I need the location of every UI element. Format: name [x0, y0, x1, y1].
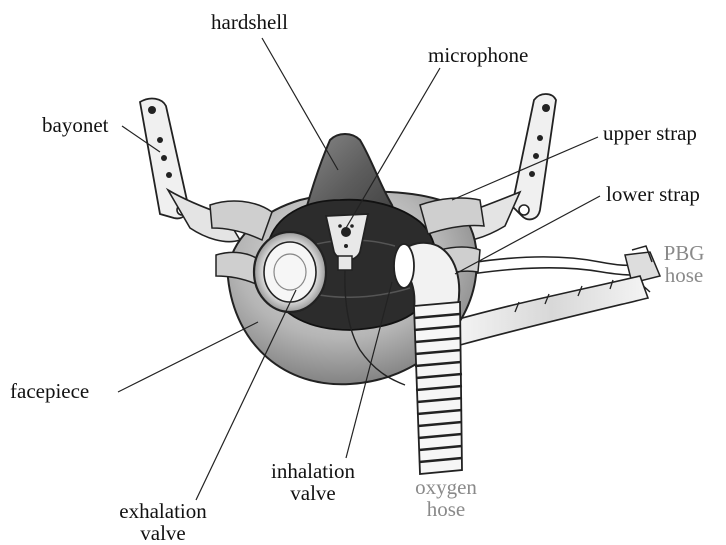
label-inhalation-valve-line2: valve: [258, 482, 368, 504]
label-oxygen-hose-line1: oxygen: [396, 476, 496, 498]
label-pbg-hose-line1: PBG: [652, 242, 716, 264]
label-bayonet: bayonet: [42, 114, 108, 136]
label-exhalation-valve: exhalation valve: [98, 500, 228, 544]
label-microphone: microphone: [428, 44, 528, 66]
label-pbg-hose-line2: hose: [652, 264, 716, 286]
label-oxygen-hose: oxygen hose: [396, 476, 496, 520]
label-exhalation-valve-line2: valve: [98, 522, 228, 544]
label-upper-strap: upper strap: [603, 122, 697, 144]
label-exhalation-valve-line1: exhalation: [98, 500, 228, 522]
label-inhalation-valve: inhalation valve: [258, 460, 368, 504]
label-inhalation-valve-line1: inhalation: [258, 460, 368, 482]
exhalation-valve-part: [254, 232, 326, 312]
label-facepiece: facepiece: [10, 380, 89, 402]
leader-hardshell: [262, 38, 338, 170]
label-lower-strap: lower strap: [606, 183, 700, 205]
label-hardshell: hardshell: [211, 11, 288, 33]
oxygen-hose-right: [455, 276, 648, 345]
label-pbg-hose: PBG hose: [652, 242, 716, 286]
leader-facepiece: [118, 322, 258, 392]
oxygen-hose-corrugated: [414, 302, 462, 474]
label-oxygen-hose-line2: hose: [396, 498, 496, 520]
